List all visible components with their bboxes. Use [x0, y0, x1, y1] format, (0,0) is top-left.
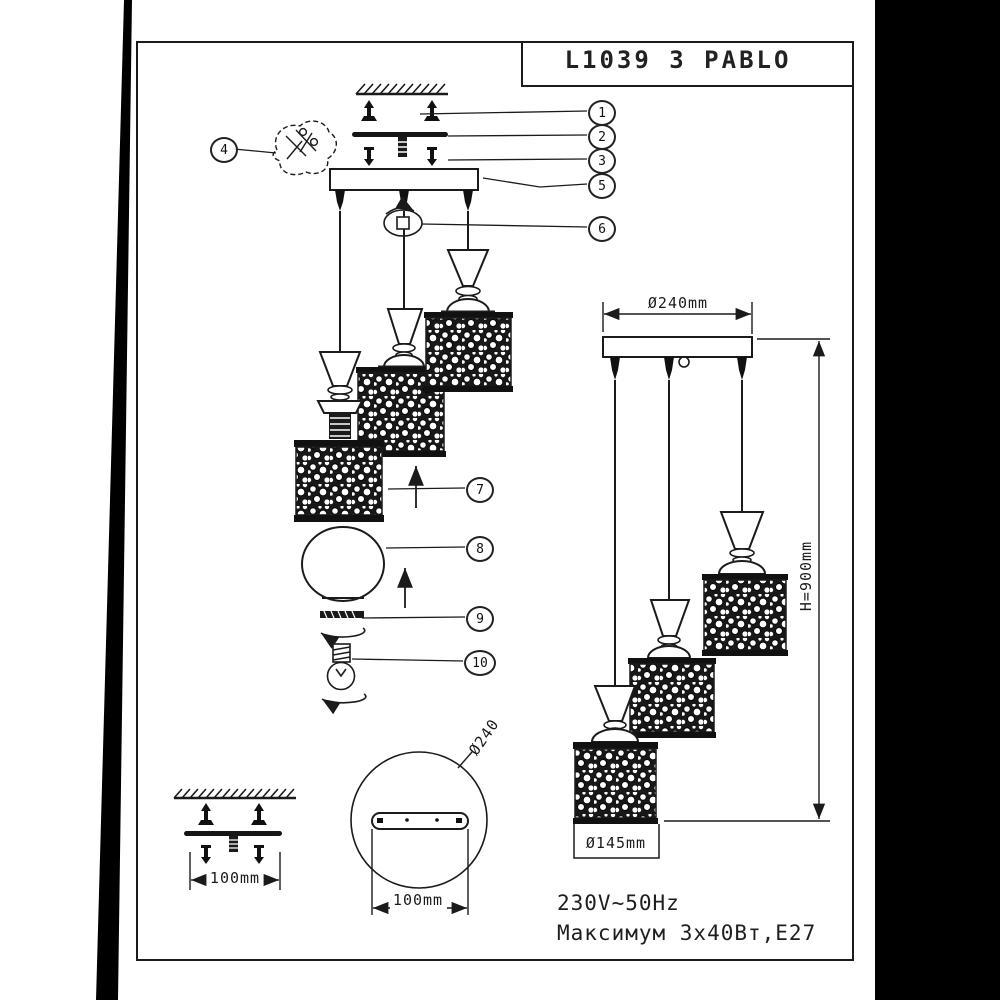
holder-plate	[316, 400, 364, 414]
light-bulb	[321, 643, 367, 715]
threaded-stud	[229, 836, 238, 852]
rotate-arrow	[320, 627, 366, 649]
ceiling-hatch	[173, 788, 295, 799]
dim-detail-spacing	[371, 829, 469, 915]
pendant-parts-exploded	[294, 249, 513, 715]
callout-8: 8	[466, 536, 494, 562]
spec-voltage: 230V~50Hz	[557, 891, 680, 915]
dim-overall-height-label: H=900mm	[797, 540, 815, 612]
wall-anchor	[361, 100, 377, 121]
dimension-drawing	[573, 302, 830, 859]
cord-grip	[463, 190, 473, 211]
canopy-detail-circle	[350, 751, 488, 915]
lamp-dome	[382, 354, 426, 368]
threaded-ring	[320, 610, 366, 649]
pendant-mid	[628, 599, 716, 738]
cone-holder	[386, 308, 424, 345]
scan-artifacts	[96, 0, 1000, 1000]
callout-1: 1	[588, 100, 616, 126]
callout-4: 4	[210, 137, 238, 163]
canopy-bar	[371, 812, 469, 830]
rotate-arrow	[321, 693, 367, 715]
cone-holder	[318, 351, 362, 387]
screw	[427, 147, 437, 166]
cord-grip	[610, 357, 747, 380]
page-frame	[136, 41, 854, 961]
canopy-plate	[329, 168, 479, 191]
dim-bracket-spacing-label: 100mm	[209, 869, 261, 887]
detail-leader	[457, 751, 473, 769]
dim-bracket-spacing	[189, 852, 281, 890]
callout-2: 2	[588, 124, 616, 150]
ceiling-mount-exploded	[272, 83, 479, 352]
pendant-middle	[356, 308, 446, 457]
callout-7: 7	[466, 477, 494, 503]
dim-shade-diameter-label: Ø145mm	[585, 834, 647, 852]
globe-diffuser	[301, 526, 385, 602]
dim-shade-box	[573, 824, 660, 859]
wall-anchor	[251, 803, 267, 825]
wiring-cloud	[272, 120, 337, 176]
detail-circle	[350, 751, 488, 889]
cone-holder	[446, 249, 490, 287]
crystal-shade	[574, 748, 657, 819]
dim-detail-spacing-label: 100mm	[392, 891, 444, 909]
cord-lock	[383, 196, 423, 237]
threaded-stud	[398, 137, 407, 157]
spec-max-power: Максимум 3x40Вт,E27	[557, 921, 817, 945]
bracket-dimension-drawing	[173, 788, 296, 890]
crystal-shade	[629, 663, 715, 733]
pendant-left	[294, 351, 384, 522]
mounting-bar	[184, 831, 282, 836]
callout-leaders	[233, 110, 588, 662]
dim-overall-height	[664, 338, 830, 822]
crystal-shade	[425, 317, 512, 387]
rotate-arrow	[385, 196, 415, 215]
pendant-right	[424, 249, 513, 392]
mounting-bar	[352, 132, 448, 137]
wall-anchor	[424, 100, 440, 121]
screw	[254, 845, 264, 864]
screw	[364, 147, 374, 166]
dim-canopy-width-label: Ø240mm	[647, 294, 709, 312]
wall-anchor	[198, 803, 214, 825]
canopy-plate	[602, 336, 753, 358]
callout-9: 9	[466, 606, 494, 632]
lamp-socket	[329, 413, 351, 439]
pendant-low	[573, 685, 658, 824]
hook-ring	[678, 356, 690, 368]
crystal-shade	[295, 446, 383, 516]
callout-5: 5	[588, 173, 616, 199]
callout-10: 10	[464, 650, 496, 676]
ceiling-hatch	[355, 83, 446, 95]
lamp-dome	[445, 298, 491, 313]
dim-canopy-width	[602, 302, 753, 334]
callout-6: 6	[588, 216, 616, 242]
pendant-high	[702, 511, 788, 656]
crystal-shade	[703, 579, 787, 651]
callout-3: 3	[588, 148, 616, 174]
title-block-box	[521, 42, 852, 87]
model-title: L1039 3 PABLO	[564, 46, 792, 74]
screw	[201, 845, 211, 864]
cord-grip	[335, 190, 345, 211]
